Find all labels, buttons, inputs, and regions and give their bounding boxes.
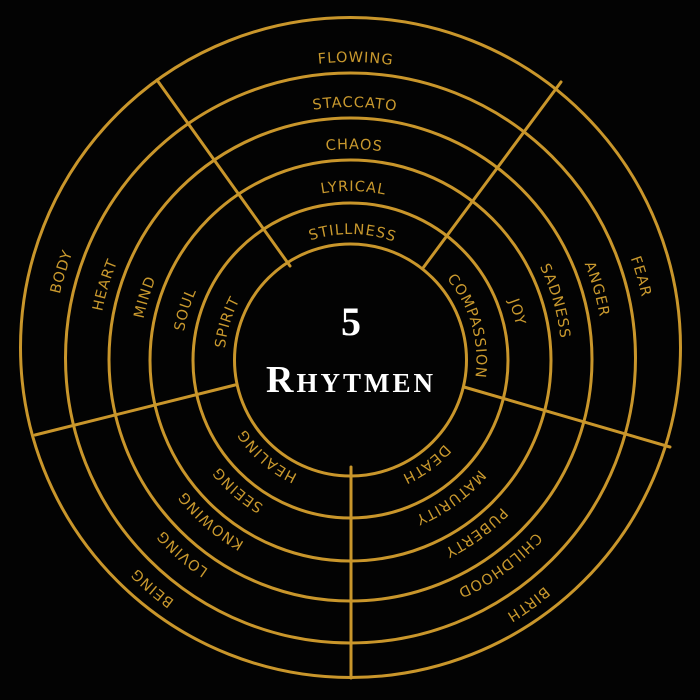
title-word: Rhytmen	[266, 359, 436, 401]
label-staccato: STACCATO	[312, 95, 399, 115]
center-title: 5 Rhytmen	[266, 299, 436, 401]
title-number: 5	[341, 299, 361, 344]
sector-top: STILLNESS LYRICAL CHAOS STACCATO FLOWING	[307, 50, 399, 246]
label-stillness: STILLNESS	[307, 222, 398, 246]
spoke-upper-left	[155, 78, 292, 268]
label-chaos: CHAOS	[325, 137, 384, 155]
label-joy: JOY	[505, 296, 528, 328]
label-body: BODY	[48, 248, 76, 295]
label-lyrical: LYRICAL	[320, 179, 388, 199]
label-flowing: FLOWING	[317, 50, 394, 69]
spoke-upper-right	[421, 80, 563, 270]
label-fear: FEAR	[627, 254, 654, 299]
label-being: BEING	[128, 565, 177, 610]
spokes	[33, 78, 672, 680]
label-spirit: SPIRIT	[213, 294, 243, 349]
spoke-right	[462, 385, 672, 449]
spoke-left	[33, 383, 237, 437]
label-birth: BIRTH	[504, 583, 553, 624]
